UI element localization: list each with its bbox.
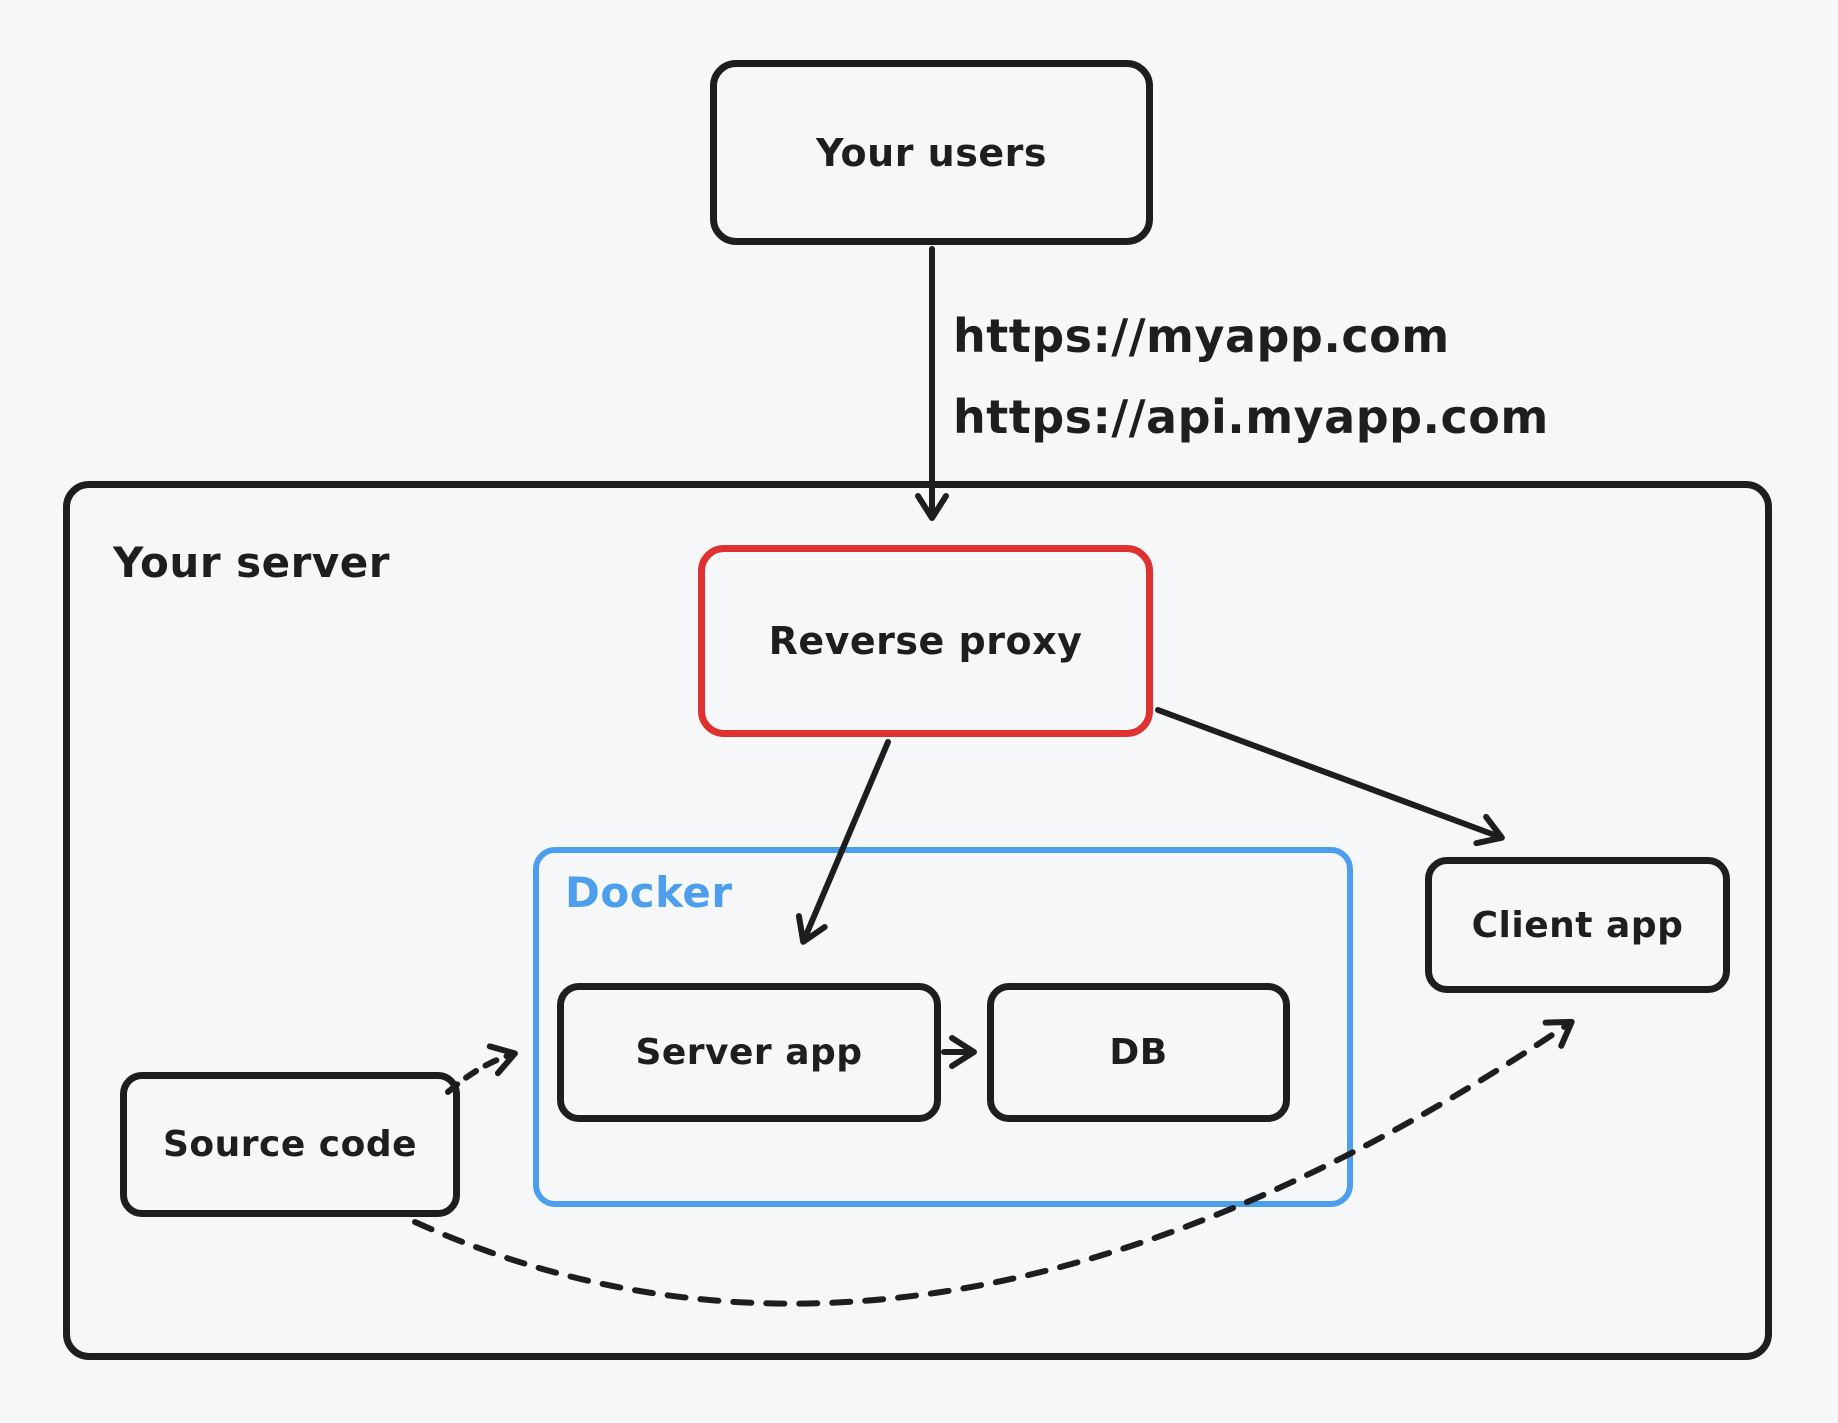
node-your-users: Your users	[710, 60, 1153, 245]
node-client-app-label: Client app	[1471, 904, 1684, 946]
node-server-app: Server app	[557, 983, 941, 1122]
node-source-code: Source code	[120, 1072, 460, 1217]
node-reverse-proxy: Reverse proxy	[698, 545, 1153, 737]
node-db: DB	[987, 983, 1290, 1122]
node-client-app: Client app	[1425, 857, 1730, 993]
url-label-api-myapp: https://api.myapp.com	[953, 390, 1549, 444]
node-source-code-label: Source code	[162, 1124, 418, 1165]
node-db-label: DB	[1109, 1032, 1168, 1073]
node-your-server-label: Your server	[113, 538, 390, 587]
node-docker-label: Docker	[565, 868, 733, 917]
url-label-myapp: https://myapp.com	[953, 309, 1450, 363]
edge-url-labels: https://myapp.com https://api.myapp.com	[953, 296, 1549, 458]
node-your-server	[63, 481, 1772, 1360]
node-reverse-proxy-label: Reverse proxy	[768, 619, 1083, 663]
node-your-users-label: Your users	[816, 130, 1047, 175]
node-server-app-label: Server app	[635, 1032, 863, 1073]
